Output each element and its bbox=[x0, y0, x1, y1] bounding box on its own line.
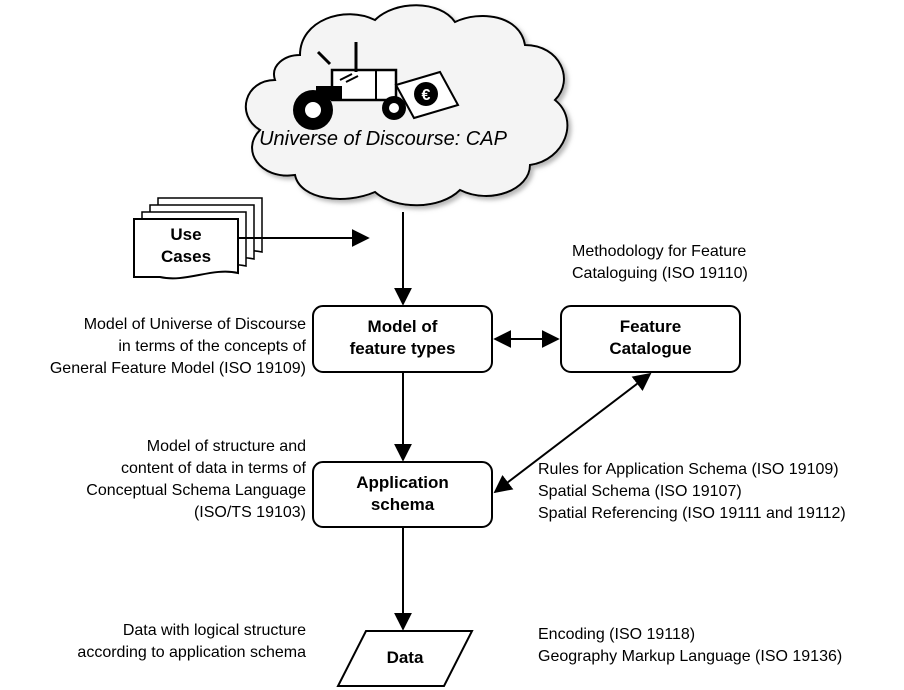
tractor-icon bbox=[293, 42, 406, 130]
structure-note-line-3: Conceptual Schema Language bbox=[86, 482, 306, 499]
catalogue-box-label-line-1: Feature bbox=[619, 317, 682, 336]
arrow-catalogue-schema bbox=[493, 372, 652, 494]
use-cases-label-line-2: Cases bbox=[160, 247, 212, 266]
methodology-note: Methodology for Feature Cataloguing (ISO… bbox=[572, 241, 748, 285]
methodology-note-line-1: Methodology for Feature bbox=[572, 243, 747, 260]
use-cases-label: Use Cases bbox=[134, 224, 238, 268]
encoding-note-line-2: Geography Markup Language (ISO 19136) bbox=[538, 648, 843, 665]
use-cases-label-line-1: Use bbox=[170, 225, 202, 244]
structure-note-line-1: Model of structure and bbox=[146, 438, 306, 455]
schema-box-label-line-2: schema bbox=[370, 495, 435, 514]
data-note-line-2: according to application schema bbox=[77, 644, 306, 661]
model-box-label-line-1: Model of bbox=[367, 317, 438, 336]
model-note-line-3: General Feature Model (ISO 19109) bbox=[49, 360, 306, 377]
catalogue-box-label: Feature Catalogue bbox=[561, 316, 740, 360]
structure-note-line-4: (ISO/TS 19103) bbox=[193, 504, 306, 521]
use-cases-document-stack bbox=[133, 197, 263, 280]
model-note: Model of Universe of Discourse in terms … bbox=[0, 314, 306, 380]
rules-note: Rules for Application Schema (ISO 19109)… bbox=[538, 459, 846, 525]
catalogue-box-label-line-2: Catalogue bbox=[609, 339, 692, 358]
model-note-line-1: Model of Universe of Discourse bbox=[83, 316, 306, 333]
cloud-title: Universe of Discourse: CAP bbox=[259, 128, 507, 150]
rules-note-line-1: Rules for Application Schema (ISO 19109) bbox=[538, 461, 839, 478]
schema-box-label-line-1: Application bbox=[356, 473, 449, 492]
methodology-note-line-2: Cataloguing (ISO 19110) bbox=[572, 265, 748, 282]
data-note-line-1: Data with logical structure bbox=[122, 622, 306, 639]
model-note-line-2: in terms of the concepts of bbox=[118, 338, 306, 355]
encoding-note-line-1: Encoding (ISO 19118) bbox=[538, 626, 696, 643]
encoding-note: Encoding (ISO 19118) Geography Markup La… bbox=[538, 624, 842, 668]
structure-note-line-2: content of data in terms of bbox=[121, 460, 306, 477]
rules-note-line-3: Spatial Referencing (ISO 19111 and 19112… bbox=[538, 505, 846, 522]
data-box-label: Data bbox=[386, 648, 424, 667]
structure-note: Model of structure and content of data i… bbox=[0, 436, 306, 524]
euro-symbol: € bbox=[422, 87, 431, 104]
feature-catalogue-box bbox=[560, 305, 741, 373]
data-note: Data with logical structure according to… bbox=[0, 620, 306, 664]
data-parallelogram bbox=[336, 630, 474, 687]
schema-box-label: Application schema bbox=[313, 472, 492, 516]
model-box-label: Model of feature types bbox=[313, 316, 492, 360]
rules-note-line-2: Spatial Schema (ISO 19107) bbox=[538, 483, 742, 500]
model-box-label-line-2: feature types bbox=[349, 339, 456, 358]
euro-banknote-icon: € bbox=[394, 70, 460, 120]
